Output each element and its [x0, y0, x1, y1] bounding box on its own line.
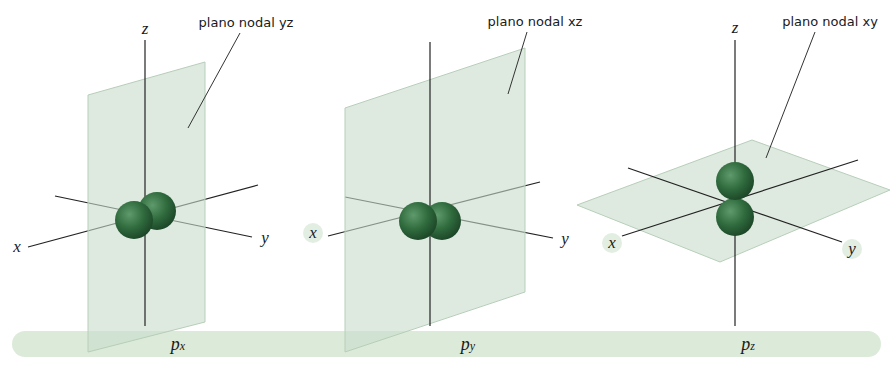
- axis-label: z: [142, 20, 149, 37]
- nodal-plane: [88, 62, 205, 352]
- axis-label: x: [309, 224, 317, 241]
- label-disc: [303, 223, 323, 243]
- plane-label: plano nodal yz: [199, 16, 294, 29]
- orbital-lobe: [115, 201, 153, 239]
- axis-label: z: [732, 19, 739, 36]
- axis-label: y: [561, 230, 569, 247]
- leader-line: [508, 32, 527, 94]
- axis-label: y: [848, 240, 856, 257]
- axis-label: y: [261, 229, 269, 246]
- pz-panel: [577, 32, 890, 326]
- px-panel: [28, 33, 258, 352]
- axis-line: [622, 160, 858, 236]
- orbital-lobe: [399, 202, 437, 240]
- axis-label: x: [608, 234, 616, 251]
- axis-line: [429, 42, 430, 326]
- nodal-plane: [577, 140, 890, 262]
- plane-label: plano nodal xz: [488, 15, 583, 28]
- label-disc: [602, 233, 622, 253]
- orbital-name: py: [461, 335, 475, 353]
- axis-line: [144, 40, 145, 326]
- orbital-name: pz: [741, 335, 755, 353]
- leader-line: [188, 33, 240, 128]
- orbital-name: px: [171, 335, 185, 353]
- label-disc: [842, 239, 862, 259]
- orbital-lobe: [716, 198, 754, 236]
- nodal-plane: [345, 48, 525, 352]
- leader-line: [766, 32, 815, 158]
- plane-label: plano nodal xy: [782, 15, 878, 28]
- py-panel: [303, 32, 553, 352]
- orbital-lobe: [716, 162, 754, 200]
- axis-label: x: [13, 238, 21, 255]
